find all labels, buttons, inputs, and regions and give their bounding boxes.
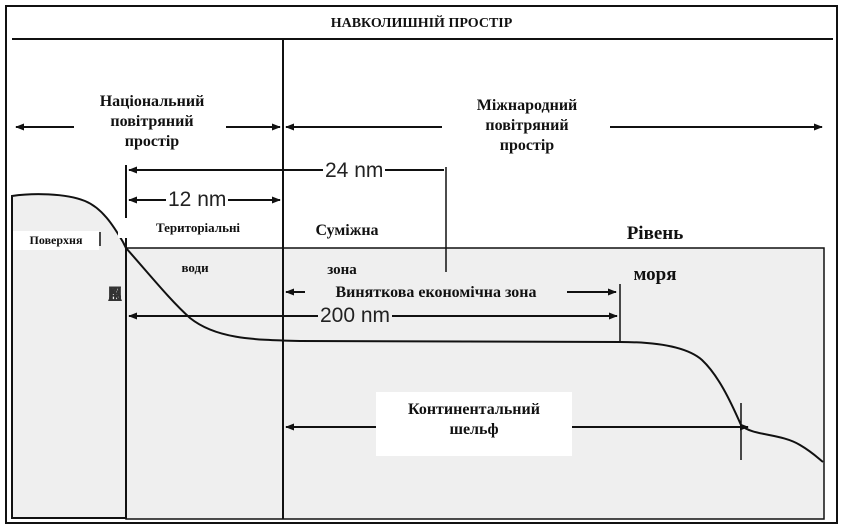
outer-frame	[5, 5, 838, 524]
contiguous-zone-label: Суміжна	[292, 219, 402, 243]
baseline-letter: E	[107, 283, 122, 306]
baseline-letter: A	[107, 283, 122, 306]
surface-label: Поверхня	[13, 231, 99, 250]
baseline-letter: B	[107, 283, 122, 306]
international-airspace-label: Міжнародний повітряний простір	[452, 96, 602, 156]
baseline-letter: E	[107, 283, 122, 306]
baseline-letter: L	[109, 283, 121, 306]
territorial-waters-label-2: води	[181, 260, 209, 275]
distance-12nm-label: 12 nm	[166, 188, 229, 211]
continental-shelf-label: Континентальний шельф	[376, 392, 572, 456]
land-surface	[11, 193, 127, 519]
distance-200nm-label: 200 nm	[318, 304, 393, 327]
territorial-waters-label: Територіальні	[118, 218, 278, 239]
baseline-letter: N	[107, 283, 123, 306]
baseline-letter: I	[112, 283, 118, 306]
sea-level-label: Рівень	[626, 223, 684, 244]
eez-label: Виняткова економічна зона	[305, 283, 567, 303]
distance-24nm-label: 24 nm	[323, 159, 386, 182]
page-title: НАВКОЛИШНІЙ ПРОСТІР	[330, 16, 513, 31]
baseline-letter: S	[107, 283, 122, 306]
national-airspace-label: Національний повітряний простір	[78, 92, 226, 152]
contiguous-zone-label-2: зона	[327, 262, 357, 278]
sea-level-label-2: моря	[633, 264, 677, 285]
